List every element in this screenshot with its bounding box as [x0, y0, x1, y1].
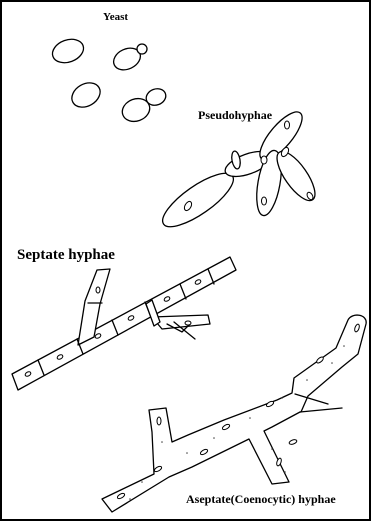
nucleus: [285, 121, 290, 129]
label-septate-hyphae: Septate hyphae: [17, 248, 115, 263]
pseudohyphae-cells: [156, 106, 322, 236]
septate-hypha: [12, 257, 236, 390]
nucleus: [185, 321, 191, 325]
nucleus: [262, 197, 267, 205]
yeast-cell: [68, 78, 105, 112]
nucleus: [96, 287, 100, 293]
yeast-cells: [49, 35, 168, 125]
label-aseptate-hyphae: Aseptate(Coenocytic) hyphae: [186, 493, 336, 505]
label-yeast: Yeast: [103, 12, 128, 23]
label-pseudohyphae: Pseudohyphae: [198, 109, 272, 121]
yeast-bud: [137, 44, 147, 54]
nucleus: [289, 439, 298, 445]
aseptate-branch-edge: [300, 408, 342, 412]
nucleus: [157, 417, 161, 425]
aseptate-hypha: [102, 315, 366, 512]
yeast-cell: [49, 35, 87, 67]
nucleus: [261, 156, 267, 164]
